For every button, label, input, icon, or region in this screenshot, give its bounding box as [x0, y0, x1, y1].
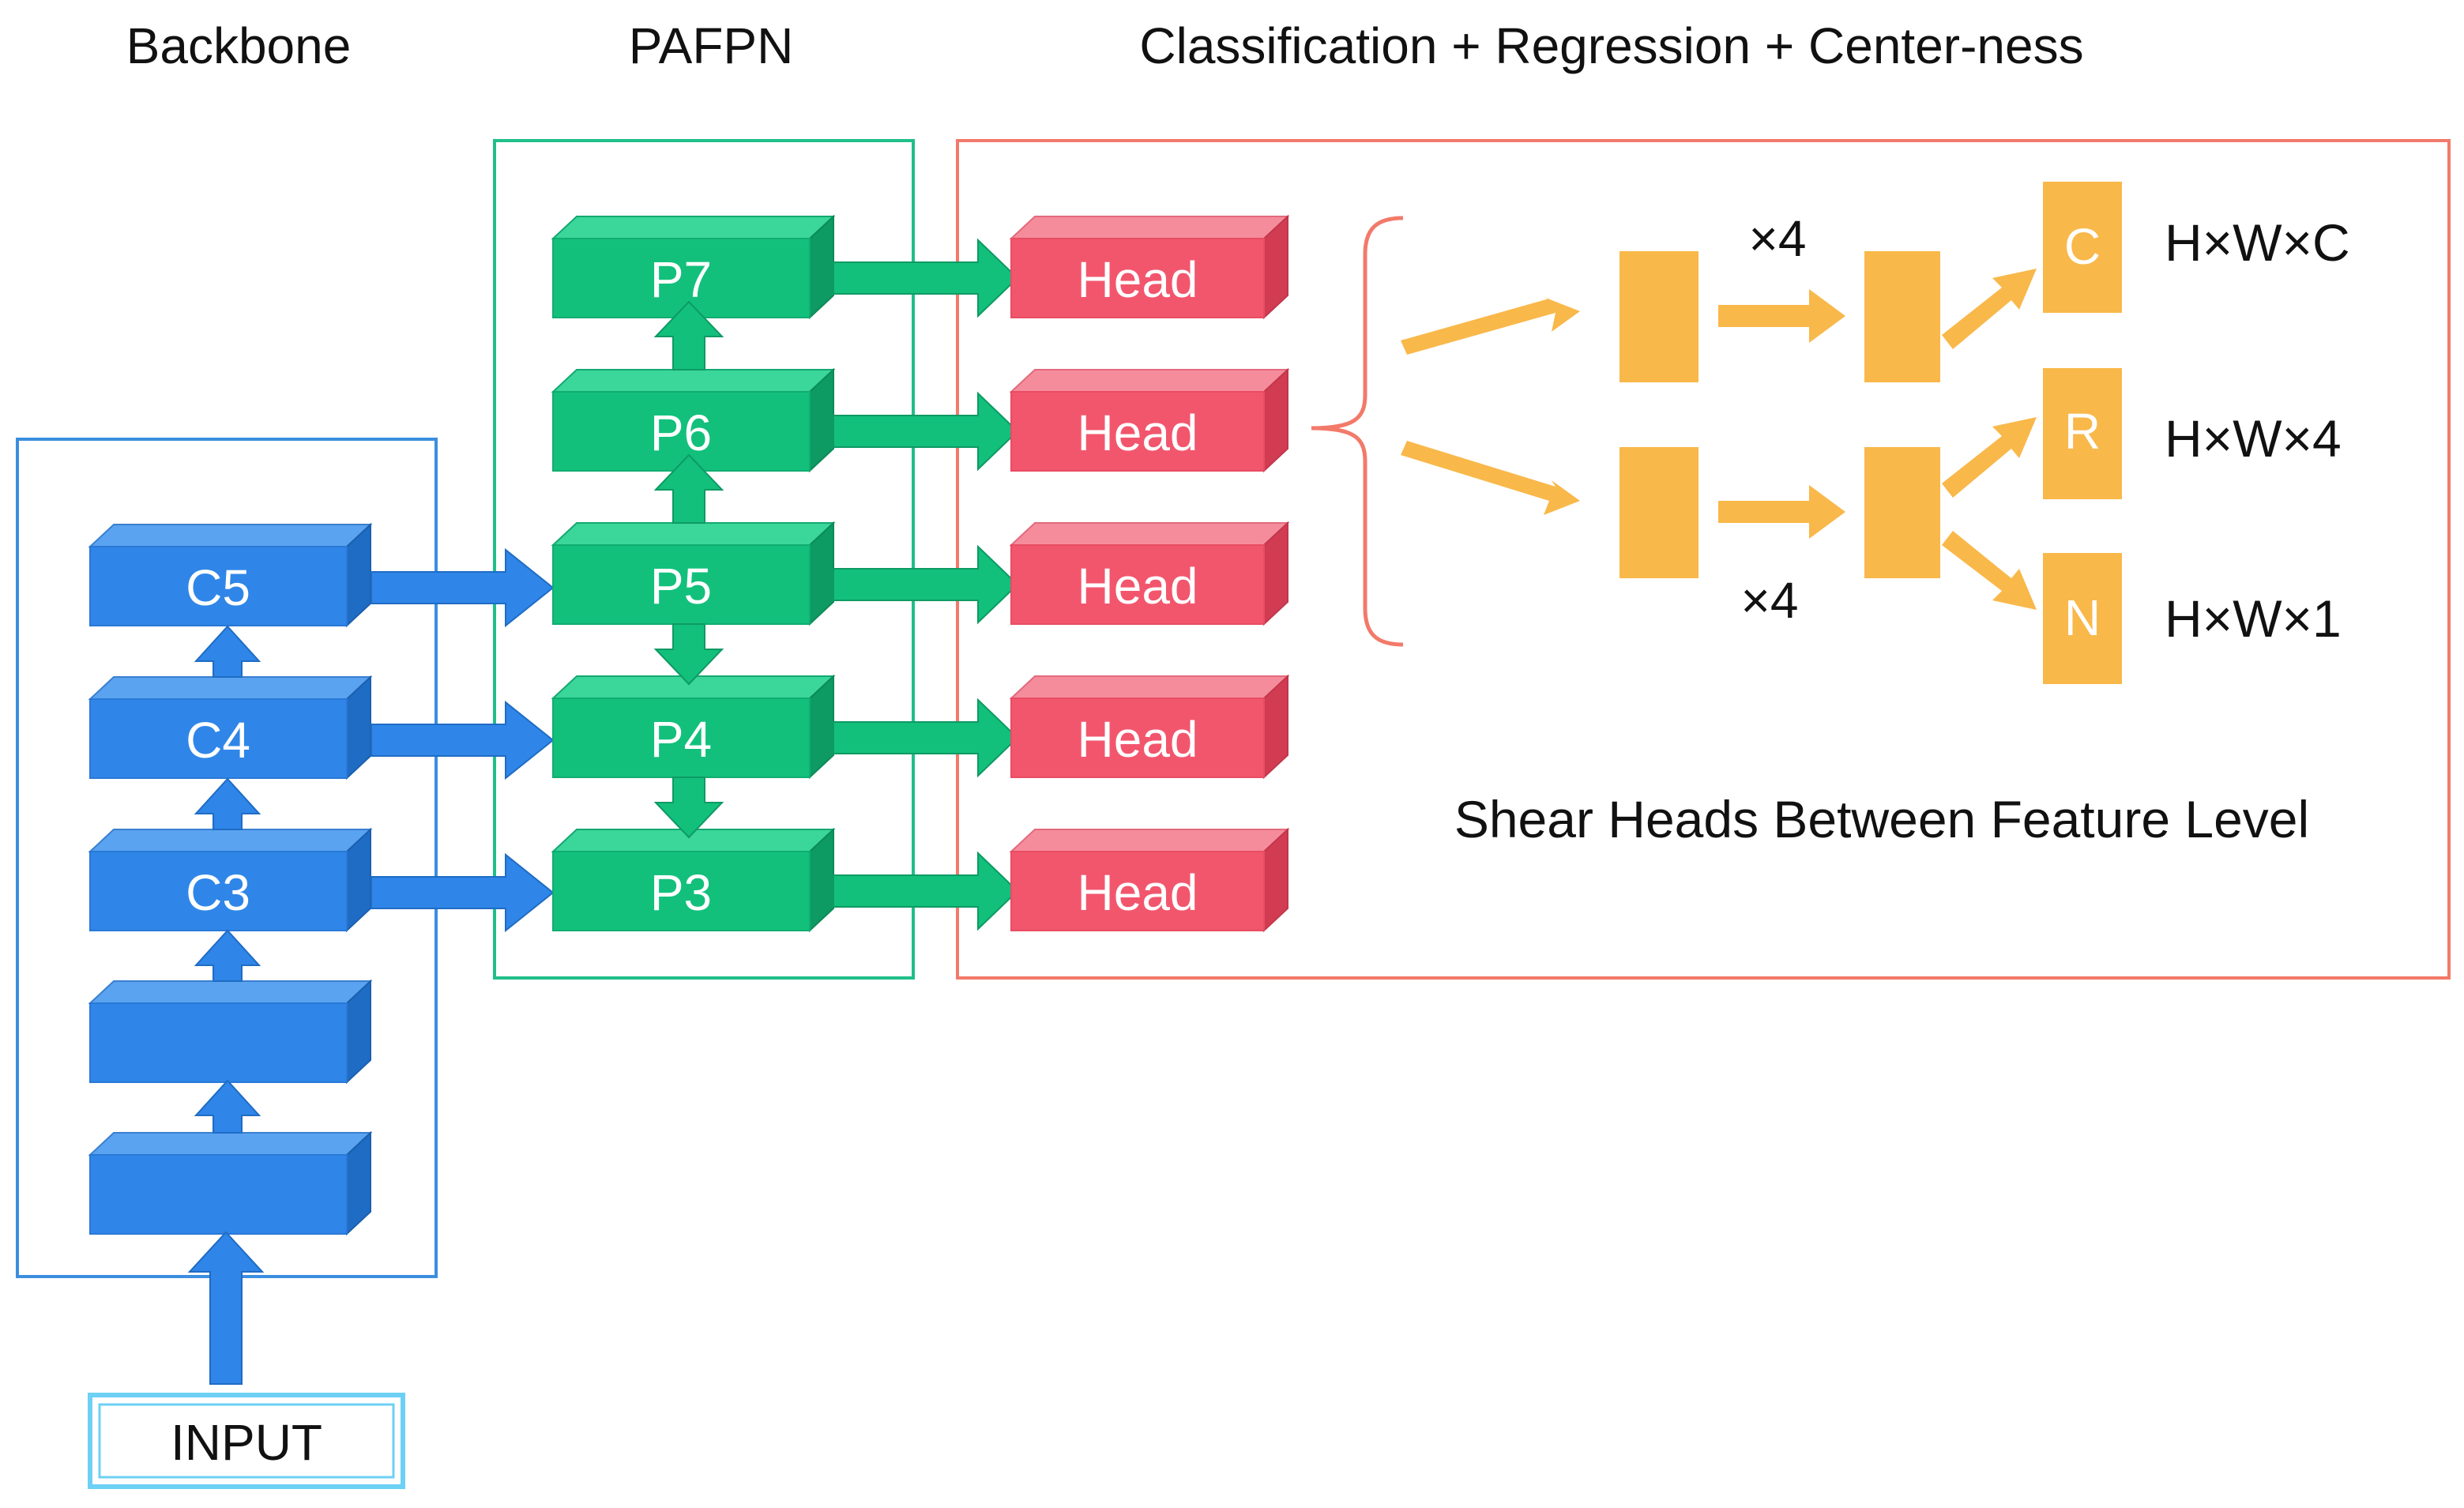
bottom-repeat-arrow [1718, 485, 1845, 539]
pafpn-label-p5: P5 [650, 558, 712, 615]
head-block-p6: Head [1010, 369, 1288, 472]
pafpn-label-p7: P7 [650, 251, 712, 308]
top-conv-block-1 [1619, 251, 1698, 382]
input-box: INPUT [88, 1393, 405, 1489]
head-arrow-p7 [833, 238, 1019, 318]
head-label-p3: Head [1078, 864, 1198, 921]
output-letter-n: N [2064, 589, 2101, 646]
backbone-label-c4: C4 [186, 712, 250, 769]
pafpn-arrow-p5-p4 [653, 623, 724, 686]
pafpn-block-p6: P6 [552, 369, 834, 472]
head-block-p7: Head [1010, 216, 1288, 318]
pafpn-arrow-p6-p7 [653, 300, 724, 370]
pafpn-block-p5: P5 [552, 522, 834, 625]
output-block-r [2043, 368, 2122, 499]
backbone-block-c3: C3 [89, 829, 371, 931]
pafpn-block-p3: P3 [552, 829, 834, 931]
head-arrow-p6 [833, 391, 1019, 472]
pafpn-label-p6: P6 [650, 404, 712, 461]
head-label-p4: Head [1078, 711, 1198, 768]
backbone-arrow-s1-s2 [194, 1079, 261, 1134]
output-block-c [2043, 182, 2122, 313]
backbone-arrow-c4-c5 [194, 625, 261, 678]
curly-brace [1311, 216, 1404, 647]
bottom-conv-block-2 [1864, 447, 1940, 578]
heads-frame [956, 139, 2451, 980]
pafpn-label-p3: P3 [650, 864, 712, 921]
backbone-label-c5: C5 [186, 559, 250, 616]
output-block-n [2043, 553, 2122, 684]
pafpn-label-p4: P4 [650, 711, 712, 768]
output-shape-r: H×W×4 [2165, 409, 2342, 468]
head-block-p3: Head [1010, 829, 1288, 931]
pafpn-block-p7: P7 [552, 216, 834, 318]
backbone-arrow-input [187, 1231, 265, 1385]
pafpn-arrow-p4-p3 [653, 777, 724, 839]
output-shape-n: H×W×1 [2165, 589, 2342, 648]
head-label-p6: Head [1078, 404, 1198, 461]
arrow-to-r [1942, 417, 2037, 498]
backbone-block-stage2 [89, 980, 371, 1083]
branch-arrow-bottom [1401, 441, 1580, 515]
output-letter-r: R [2064, 403, 2101, 460]
head-arrow-p3 [833, 851, 1019, 931]
head-block-p5: Head [1010, 522, 1288, 625]
backbone-block-stage1 [89, 1132, 371, 1235]
head-arrow-p5 [833, 544, 1019, 625]
output-shape-c: H×W×C [2165, 213, 2350, 272]
backbone-label-c3: C3 [186, 864, 250, 921]
bottom-conv-block-1 [1619, 447, 1698, 578]
heads-title: Classification + Regression + Center-nes… [1139, 17, 2083, 74]
output-letter-c: C [2064, 218, 2101, 275]
pafpn-arrow-p5-p6 [653, 453, 724, 524]
arrow-to-n [1942, 531, 2037, 610]
repeat-label-top: ×4 [1749, 210, 1807, 267]
lateral-arrow-c5-p5 [371, 547, 555, 628]
repeat-label-bottom: ×4 [1741, 572, 1799, 629]
head-label-p5: Head [1078, 558, 1198, 615]
top-repeat-arrow [1718, 289, 1845, 343]
backbone-arrow-s2-c3 [194, 929, 261, 982]
input-label: INPUT [171, 1414, 322, 1471]
head-arrow-p4 [833, 698, 1019, 778]
head-label-p7: Head [1078, 251, 1198, 308]
head-block-p4: Head [1010, 675, 1288, 778]
backbone-arrow-c3-c4 [194, 777, 261, 830]
pafpn-frame [493, 139, 915, 980]
lateral-arrow-c3-p3 [371, 852, 555, 933]
branch-arrow-top [1401, 297, 1580, 355]
arrow-to-c [1942, 269, 2037, 349]
backbone-block-c4: C4 [89, 676, 371, 779]
top-conv-block-2 [1864, 251, 1940, 382]
pafpn-block-p4: P4 [552, 675, 834, 778]
backbone-block-c5: C5 [89, 524, 371, 626]
backbone-title: Backbone [126, 17, 352, 74]
pafpn-title: PAFPN [629, 17, 794, 74]
shared-heads-caption: Shear Heads Between Feature Level [1454, 790, 2309, 848]
lateral-arrow-c4-p4 [371, 700, 555, 780]
